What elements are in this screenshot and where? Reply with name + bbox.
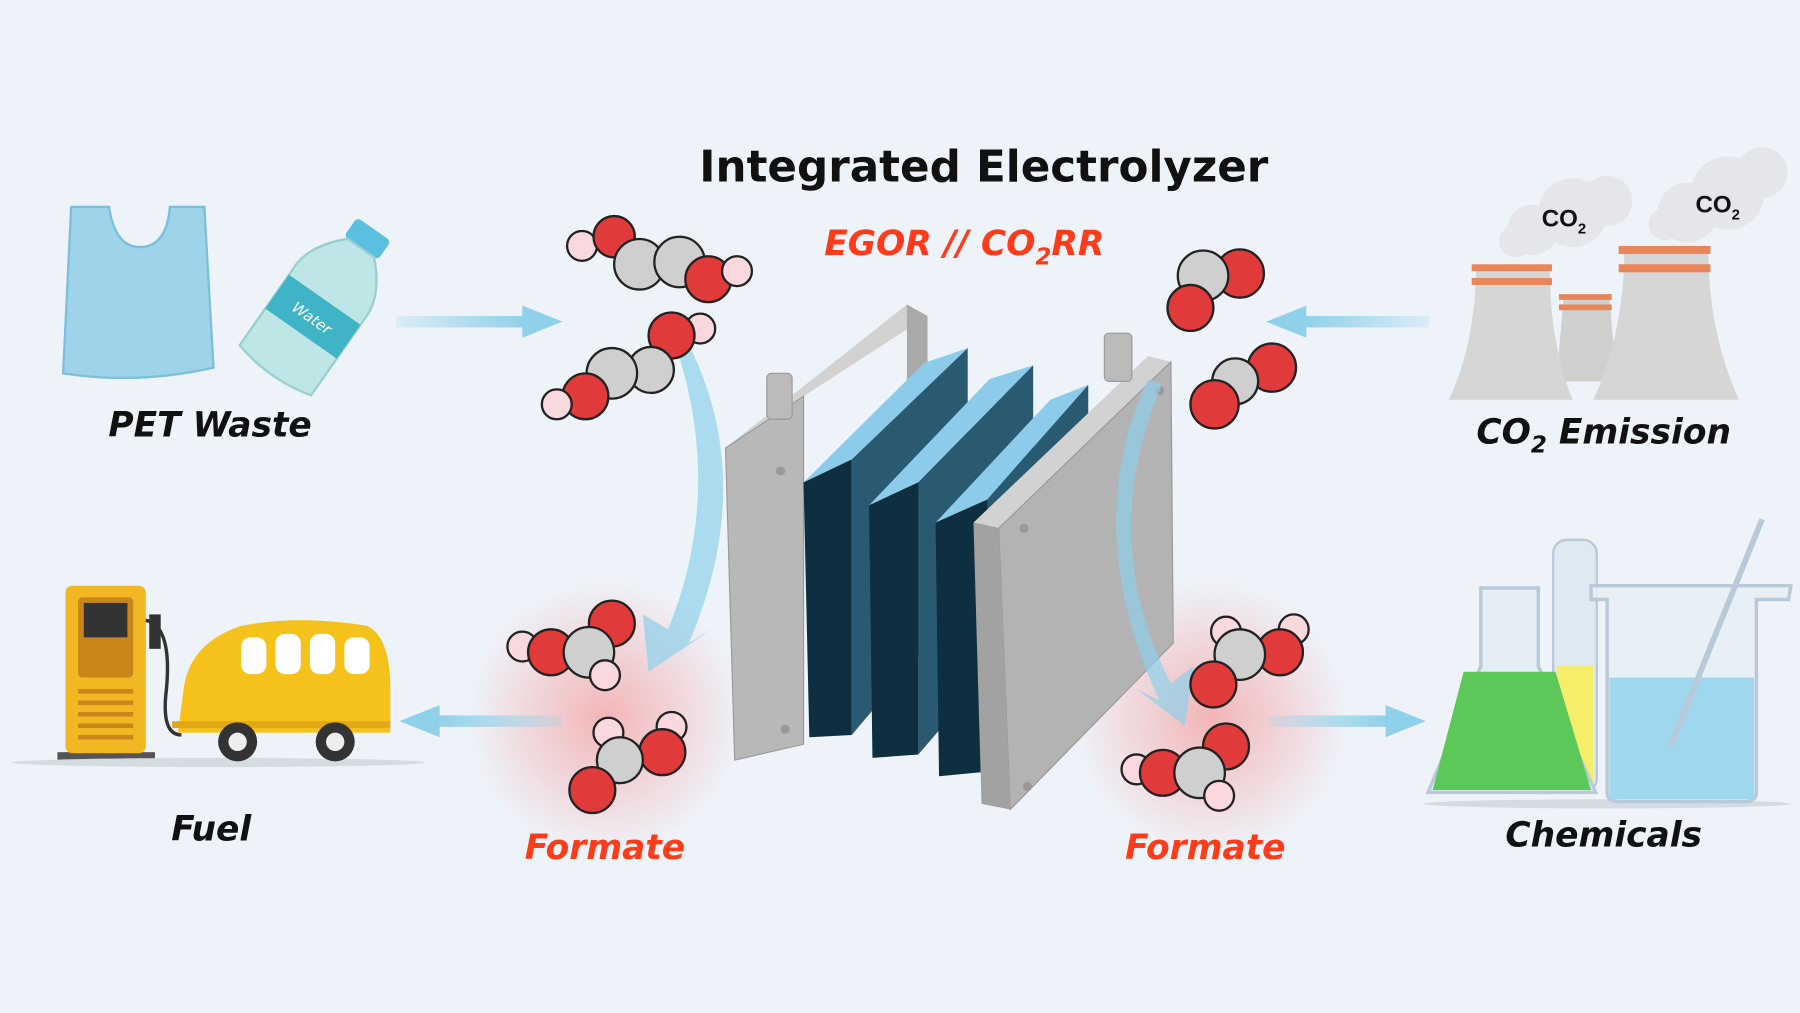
arrow-formate-to-chemicals: [1268, 705, 1426, 738]
hydrogen-atom: [1203, 779, 1236, 812]
co2-emission-label: CO2 Emission: [1476, 412, 1731, 458]
arrow-co2-to-cell: [1266, 305, 1430, 338]
bus-icon: [11, 620, 425, 768]
formate-label-left: Formate: [525, 828, 685, 868]
ethylene-glycol-molecule-icon: [540, 311, 717, 421]
flow-arrow-cathode: [1116, 379, 1194, 726]
lab-glassware-icon: [1423, 518, 1793, 809]
oxygen-atom: [1166, 283, 1215, 333]
hydrogen-atom: [720, 255, 754, 288]
co2-molecule-icon: [1189, 342, 1298, 430]
hydrogen-atom: [588, 659, 622, 692]
factory-chimney-icon: [1448, 245, 1740, 400]
plastic-bag-icon: [61, 205, 215, 380]
formate-molecule-icon: [1120, 722, 1251, 812]
water-bottle-icon: Water: [238, 219, 390, 397]
formate-label-right: Formate: [1125, 828, 1285, 868]
page-title: Integrated Electrolyzer: [699, 143, 1268, 193]
co2-molecule-icon: [1166, 248, 1266, 333]
reaction-subtitle: EGOR // CO2RR: [824, 224, 1104, 270]
chemicals-label: Chemicals: [1505, 815, 1702, 855]
arrow-pet-to-cell: [396, 305, 563, 338]
formate-molecule-icon: [1189, 613, 1310, 709]
flow-arrow-anode: [642, 344, 724, 672]
molecules: [506, 214, 1310, 815]
oxygen-atom: [568, 765, 617, 815]
carbon-atom: [595, 736, 645, 785]
smoke-cloud-icon: [1499, 147, 1788, 258]
oxygen-atom: [1189, 660, 1238, 709]
fuel-label: Fuel: [171, 810, 252, 850]
oxygen-atom: [638, 728, 687, 777]
pet-waste-label: PET Waste: [108, 405, 311, 445]
fuel-pump-icon: [57, 585, 182, 762]
formate-molecule-icon: [568, 710, 688, 815]
arrow-formate-to-fuel: [399, 705, 563, 738]
hydrogen-atom: [540, 388, 573, 421]
smoke-co2-label-2: CO2: [1696, 192, 1740, 224]
smoke-co2-label-1: CO2: [1542, 205, 1586, 237]
ethylene-glycol-molecule-icon: [565, 214, 754, 304]
formate-molecule-icon: [506, 599, 636, 692]
oxygen-atom: [1189, 379, 1240, 430]
